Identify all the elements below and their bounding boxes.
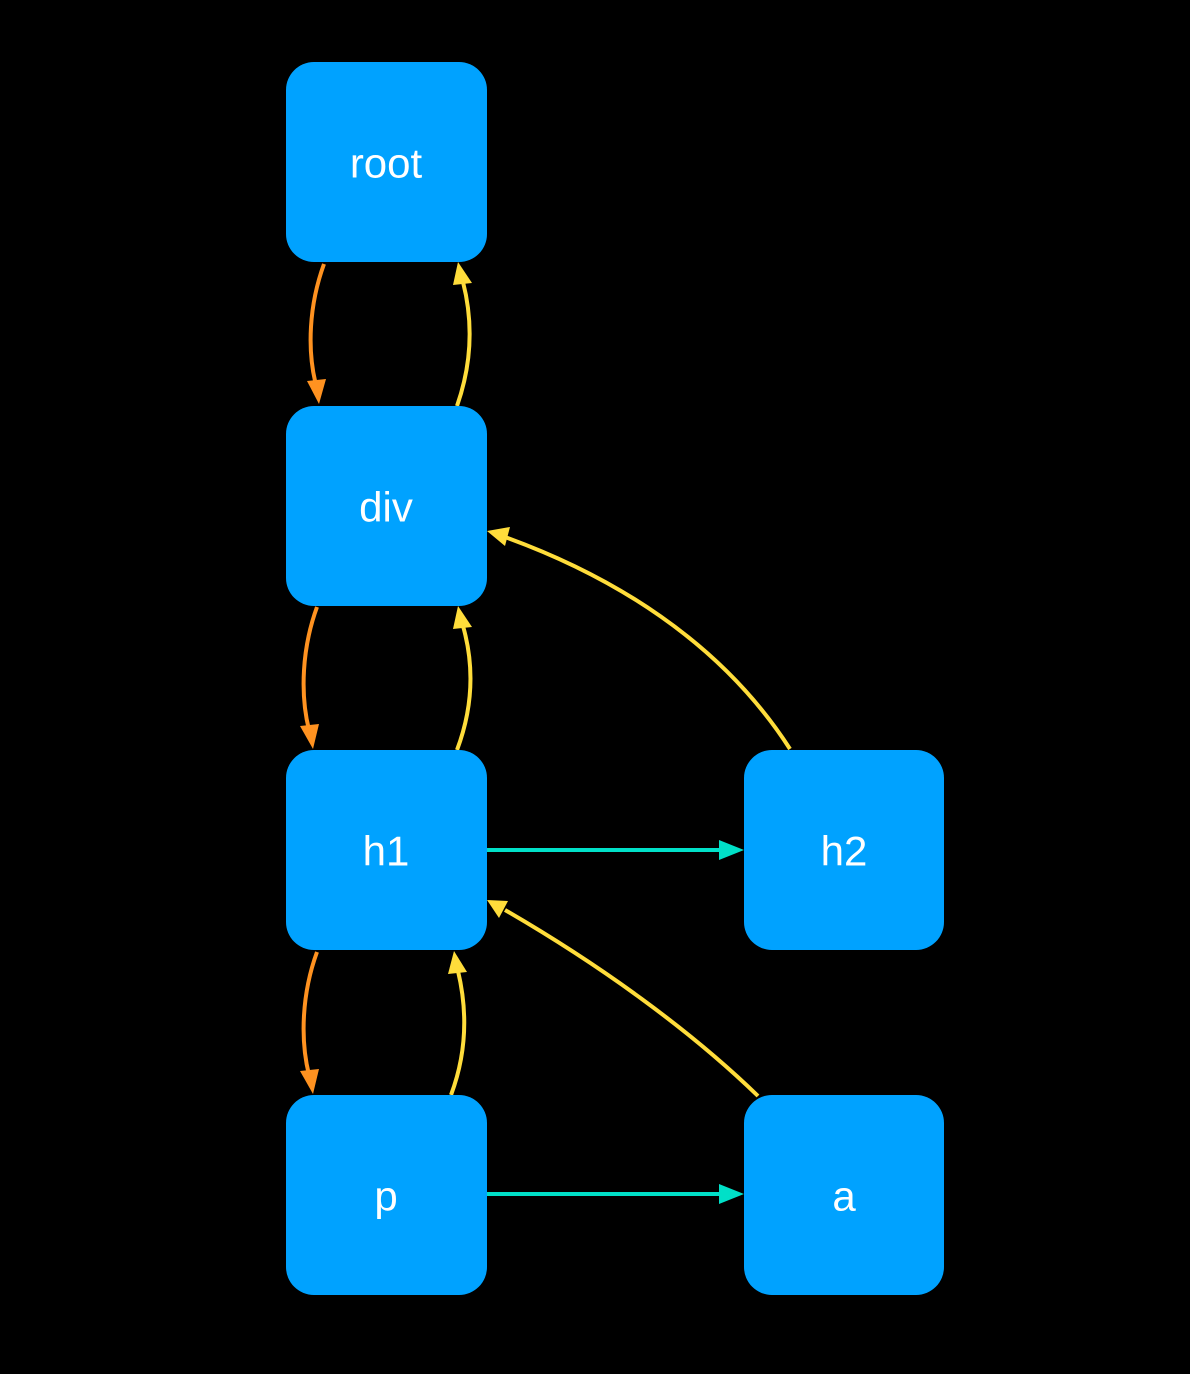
node-root[interactable]: root (286, 62, 487, 262)
node-h2-label: h2 (821, 828, 868, 875)
node-h1-label: h1 (363, 828, 410, 875)
edge-a-to-h1 (503, 908, 760, 1098)
node-p[interactable]: p (286, 1095, 487, 1295)
edges (300, 262, 792, 1204)
node-div[interactable]: div (286, 406, 487, 606)
edge-div-to-root (455, 281, 472, 407)
arrowhead-a-to-h1 (487, 900, 508, 918)
arrowhead-h1-to-p (300, 1069, 319, 1094)
node-a-label: a (832, 1173, 856, 1220)
node-div-label: div (359, 484, 413, 531)
arrowhead-div-to-h1 (300, 724, 319, 749)
node-a[interactable]: a (744, 1095, 944, 1295)
arrowhead-h1-to-div (453, 606, 472, 629)
node-root-label: root (350, 140, 423, 187)
edge-h1-to-div (455, 625, 473, 751)
nodes: root div h1 h2 p a (286, 62, 944, 1295)
node-h1[interactable]: h1 (286, 750, 487, 950)
edge-h1-to-p (301, 951, 319, 1076)
arrowhead-p-to-a (719, 1184, 744, 1204)
node-p-label: p (374, 1173, 397, 1220)
arrowhead-div-to-root (453, 262, 472, 285)
arrowhead-h2-to-div (487, 527, 510, 546)
arrowhead-p-to-h1 (448, 951, 467, 974)
arrowhead-root-to-div (307, 379, 326, 404)
edge-h2-to-div (504, 535, 792, 751)
edge-div-to-h1 (301, 606, 319, 731)
node-h2[interactable]: h2 (744, 750, 944, 950)
arrowhead-h1-to-h2 (719, 840, 744, 860)
edge-root-to-div (308, 263, 326, 386)
edge-p-to-h1 (449, 970, 467, 1096)
